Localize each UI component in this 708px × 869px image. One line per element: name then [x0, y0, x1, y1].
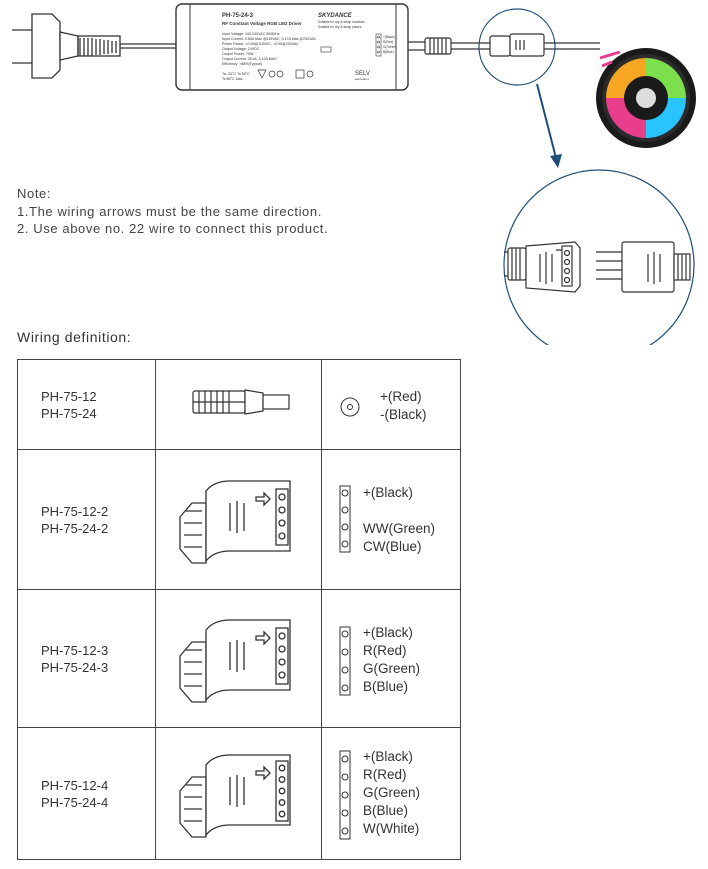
driver-note-1: Suitable for dry & damp locations: [318, 20, 365, 24]
driver-spec-7: Efficiency: >88%(Typical): [222, 62, 262, 66]
rgb-led-strip-reel-icon: [596, 48, 696, 148]
driver-spec-1: Input Voltage: 100-240VAC 50/60Hz: [222, 32, 280, 36]
pin-cell: +(Black) WW(Green) CW(Blue): [320, 449, 462, 590]
driver-wire-1: +(Black): [383, 35, 395, 39]
pin-label: CW(Blue): [362, 539, 422, 554]
driver-brand: SKYDANCE: [318, 13, 353, 19]
driver-wire-2: R(Red): [383, 40, 393, 44]
pin-label: W(White): [362, 821, 420, 836]
pin-label: G(Green): [362, 785, 420, 800]
connector-cell: [155, 589, 322, 728]
output-cable: [408, 33, 600, 57]
note-line-2: 2. Use above no. 22 wire to connect this…: [17, 221, 329, 236]
connector-cell: [155, 359, 322, 450]
driver-subtitle: RF Constant Voltage RGB LED Driver: [222, 21, 302, 26]
driver-wire-3: G(Green): [383, 45, 396, 49]
table-row: PH-75-12-4 PH-75-24-4: [16, 727, 462, 860]
pin-label: B(Blue): [362, 803, 408, 818]
led-driver: [175, 3, 409, 91]
note-heading: Note:: [17, 186, 52, 201]
product-wiring-illustration: PH-75-24-3 RF Constant Voltage RGB LED D…: [12, 3, 696, 345]
pin-label: [363, 502, 435, 520]
pin-label: -(Black): [379, 407, 427, 422]
pin-label: R(Red): [362, 643, 407, 658]
table-row: PH-75-12-2 PH-75-24-2: [16, 449, 462, 590]
model-name: PH-75-24-4: [41, 794, 109, 810]
connector-cell: [155, 449, 322, 590]
certification-marks-icon: [257, 69, 314, 79]
pin-cell: +(Red) -(Black): [320, 359, 462, 450]
table-row: PH-75-12-3 PH-75-24-3: [16, 589, 462, 728]
ribbon-connector-icon: [178, 754, 291, 838]
eu-plug-icon: [12, 13, 121, 79]
zoom-arrow-icon: [536, 83, 562, 168]
driver-terminal-icon: [375, 33, 382, 57]
pin-block-icon: [339, 626, 351, 696]
model-cell: PH-75-12-2 PH-75-24-2: [16, 449, 157, 590]
pin-label: +(Black): [362, 749, 413, 764]
pin-label: G(Green): [362, 661, 420, 676]
driver-note-2: Suitable for dry & damp places: [318, 25, 362, 29]
pin-label: +(Red): [379, 389, 422, 404]
driver-spec-5: Output Power: 75W: [222, 52, 254, 56]
model-cell: PH-75-12 PH-75-24: [16, 359, 157, 450]
model-name: PH-75-12-4: [41, 777, 109, 793]
driver-qr-icon: [320, 46, 332, 53]
input-cable: [120, 43, 178, 49]
pin-label: WW(Green): [362, 521, 435, 536]
pin-label: B(Blue): [362, 679, 408, 694]
model-name: PH-75-24-3: [41, 659, 109, 675]
driver-spec-4: Output Voltage: 24VDC: [222, 47, 260, 51]
connector-cell: [155, 727, 322, 860]
driver-tc: Tc:85°C Max.: [222, 77, 243, 81]
driver-spec-3: Power Factor: >0.95@115VAC, >0.90@230VAC: [222, 42, 299, 46]
driver-spec-6: Output Current: 3X1A, 3.12A MAX: [222, 57, 277, 61]
dc-barrel-connector-icon: [191, 389, 290, 415]
model-name: PH-75-24-2: [41, 520, 109, 536]
wiring-definition-table: PH-75-12 PH-75-24 +(Red) -(Black: [16, 359, 462, 860]
pin-cell: +(Black) R(Red) G(Green) B(Blue) W(White…: [320, 727, 462, 860]
driver-model: PH-75-24-3: [222, 13, 254, 19]
zoom-source-circle: [478, 8, 556, 86]
ribbon-connector-icon: [178, 480, 291, 564]
model-name: PH-75-24: [41, 405, 97, 421]
connector-zoom-detail: [503, 169, 695, 345]
driver-wire-4: B(Blue): [383, 50, 394, 54]
ribbon-connector-icon: [178, 619, 291, 703]
pin-label: R(Red): [362, 767, 407, 782]
pin-label: +(Black): [362, 485, 413, 500]
model-name: PH-75-12-2: [41, 503, 109, 519]
pin-cell: +(Black) R(Red) G(Green) B(Blue): [320, 589, 462, 728]
pin-label: +(Black): [362, 625, 413, 640]
wiring-definition-title: Wiring definition:: [17, 329, 132, 345]
note-line-1: 1.The wiring arrows must be the same dir…: [17, 204, 322, 219]
driver-selv-sub: equivalent: [355, 77, 369, 81]
pin-block-icon: [339, 485, 351, 553]
model-cell: PH-75-12-3 PH-75-24-3: [16, 589, 157, 728]
driver-selv: SELV: [355, 71, 370, 77]
dc-socket-icon: [340, 397, 360, 417]
model-name: PH-75-12-3: [41, 642, 109, 658]
driver-ta: Ta:-20°C To 50°C: [222, 72, 250, 76]
model-name: PH-75-12: [41, 388, 97, 404]
model-cell: PH-75-12-4 PH-75-24-4: [16, 727, 157, 860]
driver-spec-2: Input Current: 0.85A Max.@115VAC, 0.47A …: [222, 37, 317, 41]
pin-block-icon: [339, 750, 351, 840]
table-row: PH-75-12 PH-75-24 +(Red) -(Black: [16, 359, 462, 450]
